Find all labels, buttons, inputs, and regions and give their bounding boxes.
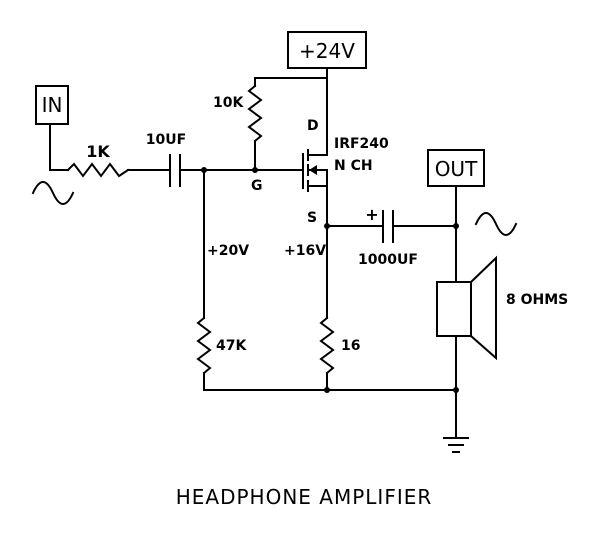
supply-label: +24V (299, 39, 355, 63)
capacitor-1000uf (382, 210, 394, 243)
capacitor-10uf-label: 10UF (146, 132, 186, 148)
mosfet-type-label: N CH (334, 158, 373, 174)
gate-voltage-label: +20V (207, 243, 249, 259)
output-label: OUT (435, 157, 478, 181)
output-box: OUT (427, 149, 485, 187)
resistor-1k-label: 1K (86, 142, 110, 161)
capacitor-1000uf-label: 1000UF (358, 252, 418, 268)
diagram-title: HEADPHONE AMPLIFIER (176, 485, 433, 509)
input-box: IN (35, 85, 69, 125)
input-label: IN (42, 93, 63, 117)
input-sine-icon (31, 181, 75, 205)
drain-pin-label: D (307, 118, 319, 134)
resistor-1k (66, 162, 130, 178)
junction-ground-output (453, 387, 459, 393)
capacitor-1000uf-polarity: + (365, 205, 378, 224)
resistor-10k-label: 10K (213, 95, 244, 111)
capacitor-10uf (169, 154, 181, 187)
mosfet-irf240 (302, 142, 328, 192)
ground-icon (443, 437, 469, 453)
resistor-16 (319, 316, 335, 375)
resistor-10k (247, 84, 263, 143)
mosfet-part-label: IRF240 (334, 136, 389, 152)
output-sine-icon (474, 212, 518, 236)
speaker-label: 8 OHMS (506, 292, 568, 308)
speaker-icon (436, 255, 497, 361)
resistor-16-label: 16 (341, 338, 360, 354)
resistor-47k (196, 316, 212, 375)
source-pin-label: S (307, 210, 317, 226)
junction-output (453, 223, 459, 229)
supply-box: +24V (287, 31, 367, 69)
resistor-47k-label: 47K (216, 338, 247, 354)
gate-pin-label: G (251, 178, 263, 194)
junction-ground-source (324, 387, 330, 393)
source-voltage-label: +16V (284, 243, 326, 259)
